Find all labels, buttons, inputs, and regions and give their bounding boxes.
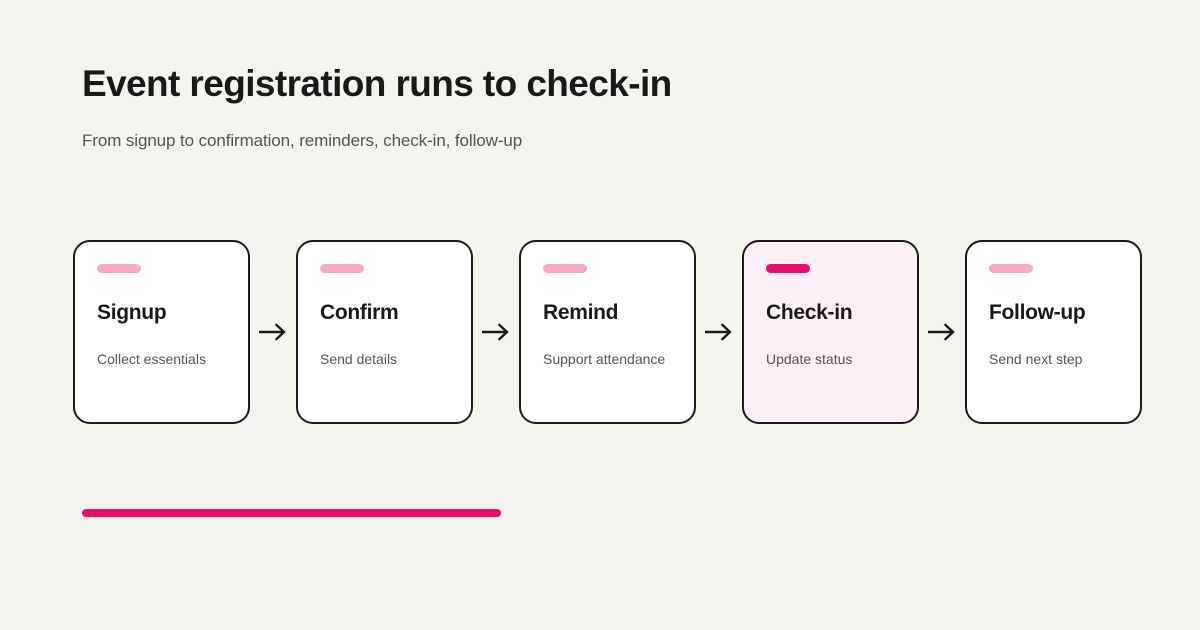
arrow-right-icon [250,240,296,424]
flow-step-description: Update status [766,351,853,368]
flow-step-remind[interactable]: Remind Support attendance [519,240,696,424]
flow-step-follow-up[interactable]: Follow-up Send next step [965,240,1142,424]
arrow-right-icon [919,240,965,424]
accent-pill-icon [320,264,364,273]
arrow-right-icon [473,240,519,424]
flow-step-description: Send details [320,351,398,368]
flow-step-check-in[interactable]: Check-in Update status [742,240,919,424]
flow-step-title: Check-in [766,301,853,324]
accent-pill-icon [543,264,587,273]
page-subtitle: From signup to confirmation, reminders, … [82,130,523,150]
flow-step-description: Support attendance [543,351,666,368]
flow-step-title: Signup [97,301,167,324]
flow-step-description: Collect essentials [97,351,206,368]
header: Event registration runs to check-in From… [82,62,1122,151]
flow-step-description: Send next step [989,351,1083,368]
bottom-accent-rule [82,509,501,517]
page-title: Event registration runs to check-in [82,63,672,104]
accent-pill-icon [97,264,141,273]
flow-step-title: Follow-up [989,301,1086,324]
flow-step-title: Confirm [320,301,399,324]
flow-step-confirm[interactable]: Confirm Send details [296,240,473,424]
flow-step-title: Remind [543,301,619,324]
process-flow: Signup Collect essentials Confirm Send d… [73,240,1142,424]
accent-pill-icon [989,264,1033,273]
accent-pill-icon [766,264,810,273]
arrow-right-icon [696,240,742,424]
flow-step-signup[interactable]: Signup Collect essentials [73,240,250,424]
